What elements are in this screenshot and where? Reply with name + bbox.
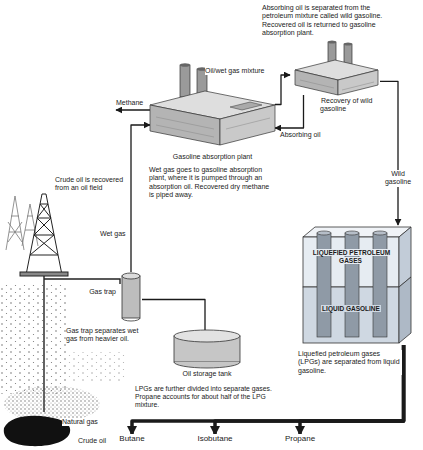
recovery-plant-shape: [290, 40, 380, 95]
absorption-plant-part: [156, 117, 270, 137]
oil-derrick-part: [26, 194, 62, 275]
absorption-plant-shape: [150, 85, 275, 150]
gas-trap: Gas trap: [120, 272, 142, 322]
separation-tank-part: [399, 277, 411, 343]
node-label: Oil storage tank: [167, 370, 247, 378]
deposit-label: Crude oil: [78, 437, 106, 445]
process-note: Liquefied petroleum gases (LPGs) are sep…: [298, 350, 402, 375]
oil-derrick-part: [30, 204, 58, 255]
natural-gas-pocket: [4, 386, 100, 422]
product-gas: Butane: [117, 434, 146, 444]
flow-label: Methane: [116, 99, 143, 107]
recovery-plant-part: [295, 70, 338, 95]
absorption-plant-part: [220, 105, 275, 145]
separation-tank: LIQUEFIED PETROLEUM GASES LIQUID GASOLINE: [295, 225, 413, 345]
process-note: Absorbing oil is separated from the petr…: [262, 4, 402, 38]
gas-trap-shape: [120, 272, 142, 322]
separation-tank-part: [373, 231, 387, 235]
node-label-text: Gasoline absorption plant: [172, 153, 253, 160]
oil-derrick-part: [20, 272, 68, 276]
ground-stipple-part: [0, 284, 66, 394]
node-label: LIQUEFIED PETROLEUM GASES: [305, 249, 397, 265]
crude-oil-deposit-part: [4, 416, 70, 446]
gas-trap-part: [122, 273, 140, 279]
flow-pipe: [142, 300, 205, 331]
absorption-plant: Gasoline absorption plant: [150, 85, 275, 150]
node-label-text: Gas trap: [88, 288, 117, 295]
separation-tank-part: [345, 231, 359, 235]
well-pipe-part: [44, 279, 120, 284]
gas-trap-part: [122, 318, 140, 321]
node-label: Isobutane: [195, 434, 234, 444]
process-note: LPGs are further divided into separate g…: [135, 385, 273, 409]
background-derricks: [6, 196, 38, 250]
natural-gas-pocket-part: [4, 386, 100, 422]
absorption-plant-part: [150, 105, 220, 145]
node-label-text: LIQUID GASOLINE: [321, 305, 381, 312]
node-label-text: Recovery of wild gasoline: [320, 97, 372, 112]
process-note: Crude oil is recovered from an oil field: [55, 176, 127, 193]
oil-derrick-part: [30, 204, 58, 255]
oil-storage-tank: Oil storage tank: [172, 330, 242, 368]
recovery-plant: Recovery of wild gasoline: [290, 40, 380, 95]
flow-label: Oil/wet gas mixture: [205, 67, 265, 75]
deposit-label: Natural gas: [62, 418, 98, 426]
absorption-plant-part: [180, 63, 190, 67]
flow-label: Wild gasoline: [379, 170, 417, 187]
oil-storage-tank-part: [174, 330, 240, 342]
flow-pipe: [131, 125, 150, 272]
node-label-text: Oil storage tank: [181, 370, 232, 377]
product-gas: Propane: [283, 434, 317, 444]
recovery-plant-part: [328, 41, 336, 44]
oil-derrick: [20, 194, 68, 276]
ground-stipple-part: [66, 352, 126, 382]
gas-trap-part: [122, 276, 140, 318]
flow-label: Absorbing oil: [280, 131, 320, 139]
separation-tank-shape: [295, 225, 413, 345]
node-label: Gas trap: [79, 288, 117, 296]
recovery-plant-part: [300, 80, 374, 90]
separation-tank-part: [317, 231, 331, 235]
background-derricks-part: [6, 196, 24, 250]
process-note: Gas trap separates wet gas from heavier …: [66, 327, 148, 344]
node-label-text: LIQUEFIED PETROLEUM GASES: [312, 249, 390, 264]
methane-outlet: [116, 110, 150, 111]
product-gas: Isobutane: [195, 434, 234, 444]
absorption-plant-part: [180, 65, 190, 97]
flow-pipe: [275, 95, 304, 128]
crude-oil-deposit: [4, 416, 70, 446]
process-note: Wet gas goes to gasoline absorption plan…: [149, 166, 273, 200]
node-label: Gasoline absorption plant: [150, 153, 275, 161]
recovery-plant-part: [344, 43, 352, 46]
node-label: Propane: [283, 434, 317, 444]
flow-label: Wet gas: [100, 230, 126, 238]
gas-pipe: [132, 345, 404, 434]
flow-pipe: [380, 81, 398, 225]
node-label: LIQUID GASOLINE: [305, 305, 397, 313]
oil-storage-tank-shape: [172, 330, 242, 368]
flow-pipe: [275, 75, 290, 105]
node-label: Butane: [117, 434, 146, 444]
node-label: Recovery of wild gasoline: [320, 97, 382, 114]
methane-outlet-part: [116, 109, 150, 110]
oil-storage-tank-part: [174, 362, 240, 368]
absorption-plant-part: [230, 102, 262, 110]
